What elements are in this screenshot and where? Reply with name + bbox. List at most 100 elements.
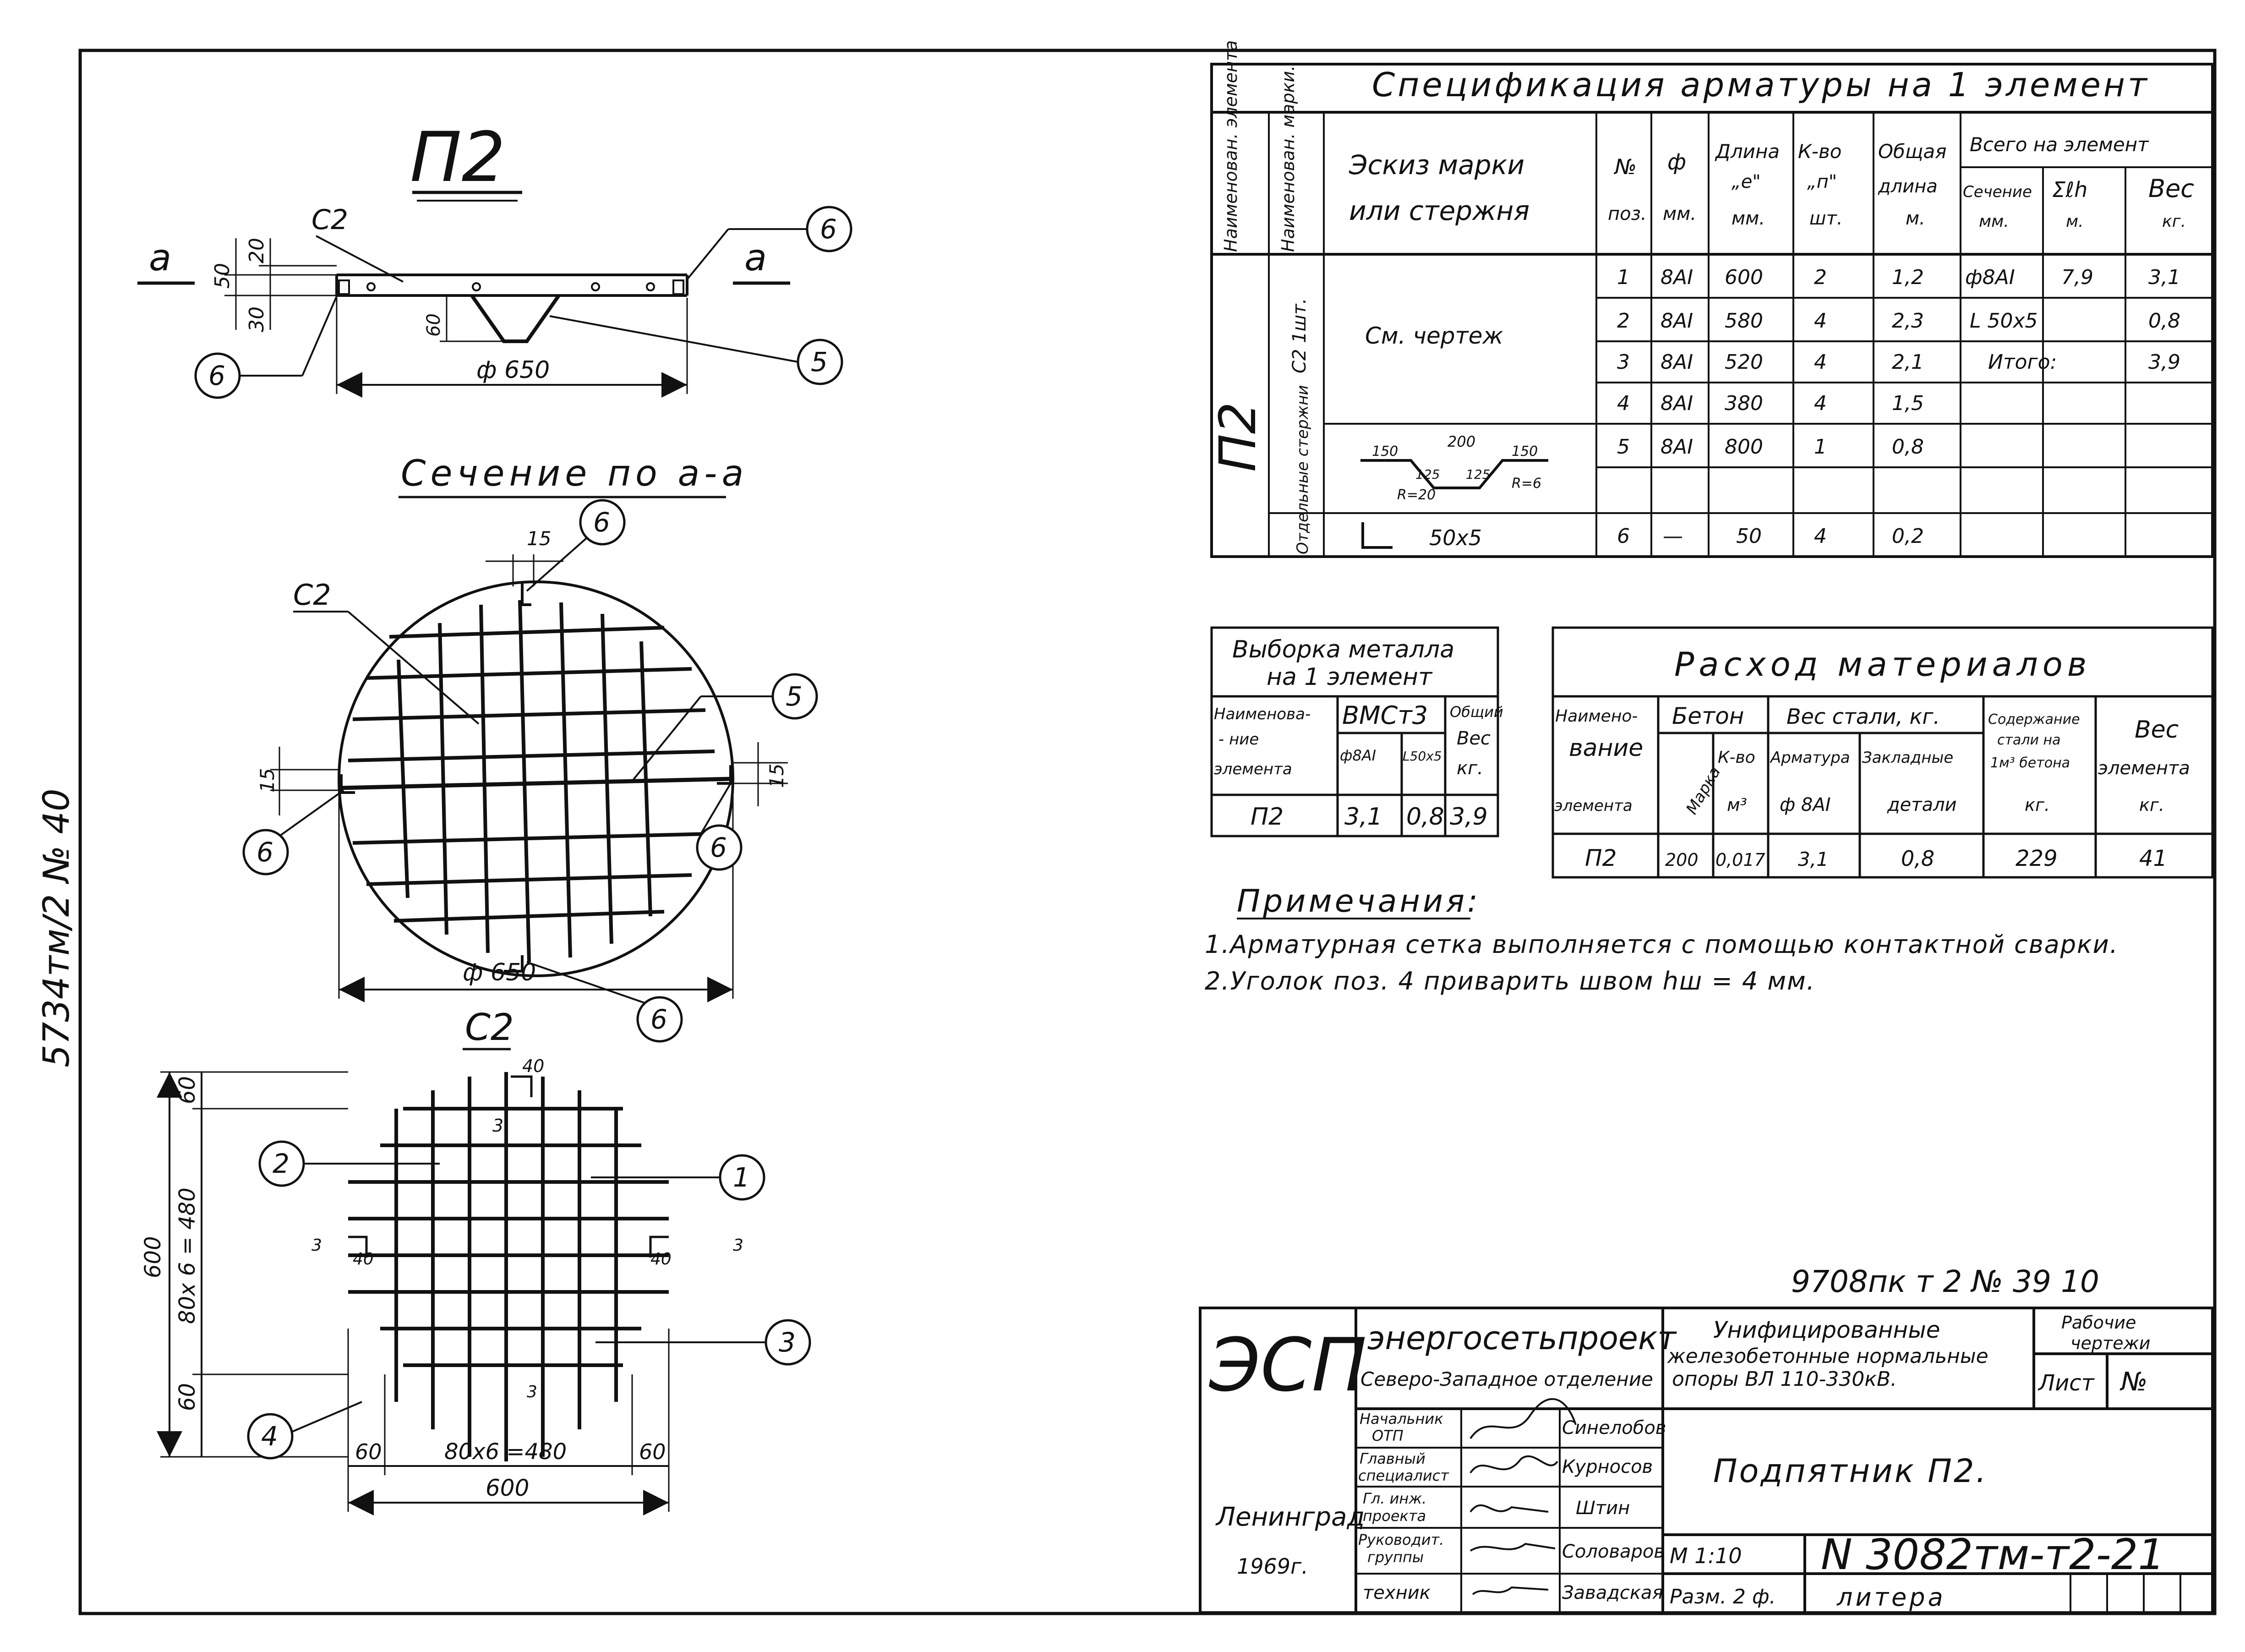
mat-row-emb: 0,8 bbox=[1901, 846, 1934, 871]
sheet-frame bbox=[78, 49, 2217, 1615]
name4: Соловаров bbox=[1562, 1541, 1665, 1562]
mat-h-concrete: Бетон bbox=[1672, 703, 1744, 729]
dim-60-bottom-left: 60 bbox=[355, 1439, 382, 1464]
role1-sub: ОТП bbox=[1372, 1427, 1404, 1444]
materials-table: Расход материалов Наимено- вание элемент… bbox=[1551, 626, 2214, 879]
mat-row-name: П2 bbox=[1585, 845, 1617, 871]
scale: М 1:10 bbox=[1670, 1543, 1742, 1568]
mat-h-wt2: элемента bbox=[2098, 758, 2190, 779]
sheet-number: № bbox=[2119, 1367, 2147, 1397]
dim-60: 60 bbox=[423, 313, 444, 337]
mat-row-qty: 0,017 bbox=[1715, 850, 1765, 870]
note-1: 1.Арматурная сетка выполняется с помощью… bbox=[1205, 930, 2119, 959]
mat-h-name3: элемента bbox=[1554, 797, 1633, 815]
dim-480-left: 80х 6 = 480 bbox=[175, 1187, 200, 1324]
role4-title: Руководит. bbox=[1358, 1531, 1444, 1548]
spec-h-sec1: Сечение bbox=[1963, 183, 2032, 201]
spec-h-sec2: мм. bbox=[1979, 212, 2009, 231]
callout-6-section-left: 6 bbox=[257, 837, 273, 868]
spec-h-qty3: шт. bbox=[1809, 208, 1843, 229]
notes-title: Примечания: bbox=[1237, 883, 1480, 919]
metal-row-c1: 3,1 bbox=[1344, 803, 1382, 831]
doc-number: N 3082тм-т2-21 bbox=[1821, 1530, 2165, 1579]
role5-title: техник bbox=[1363, 1582, 1431, 1603]
c2-label-section: С2 bbox=[293, 578, 331, 612]
spec-r4-pos: 4 bbox=[1617, 392, 1630, 415]
dim-3-bottom: 3 bbox=[527, 1383, 537, 1401]
spec-r5-total: 0,8 bbox=[1892, 435, 1924, 459]
stage-line2: чертежи bbox=[2070, 1333, 2150, 1353]
mat-h-mark: Марка bbox=[1682, 764, 1724, 818]
spec-table: Спецификация арматуры на 1 элемент Наиме… bbox=[1208, 40, 2214, 558]
spec-r2-dia: 8AI bbox=[1661, 309, 1693, 333]
mat-h-cont3: 1м³ бетона bbox=[1990, 755, 2070, 771]
metal-h-c1: ф8AI bbox=[1340, 747, 1376, 764]
spec-angle-label: 50х5 bbox=[1429, 525, 1482, 550]
spec-h-mark: Наименован. марки. bbox=[1278, 66, 1298, 252]
project-line3: опоры ВЛ 110-330кВ. bbox=[1672, 1368, 1897, 1391]
dim-60-bottom: 60 bbox=[175, 1383, 200, 1411]
spec-sum-weight-3: 3,9 bbox=[2148, 350, 2180, 374]
project-line2: железобетонные нормальные bbox=[1667, 1345, 1988, 1368]
dim-40-left: 40 bbox=[353, 1250, 374, 1269]
metal-row-total: 3,9 bbox=[1450, 803, 1488, 831]
spec-r2-pos: 2 bbox=[1617, 309, 1630, 333]
spec-mark-separate: Отдельные стержни bbox=[1294, 385, 1312, 554]
dim-3-top: 3 bbox=[492, 1116, 503, 1136]
mat-h-qty1: К-во bbox=[1718, 748, 1755, 767]
spec-h-sum2: м. bbox=[2066, 212, 2084, 231]
spec-h-len3: мм. bbox=[1732, 208, 1765, 229]
logo-esp: ЭСП bbox=[1209, 1322, 1367, 1408]
spec-r3-dia: 8AI bbox=[1661, 350, 1693, 374]
metal-row-c2: 0,8 bbox=[1406, 803, 1444, 831]
dim-60-top: 60 bbox=[175, 1076, 200, 1104]
mat-h-emb1: Закладные bbox=[1862, 749, 1953, 767]
spec-r5-len: 800 bbox=[1725, 435, 1763, 459]
spec-h-tot2: длина bbox=[1878, 176, 1938, 197]
metal-h-name2: - ние bbox=[1218, 730, 1259, 749]
spec-h-wt2: кг. bbox=[2162, 212, 2186, 231]
sheet-label: Лист bbox=[2037, 1370, 2095, 1396]
mat-h-wt1: Вес bbox=[2135, 716, 2179, 744]
spec-r3-qty: 4 bbox=[1814, 350, 1827, 374]
dim-15-top: 15 bbox=[527, 527, 551, 550]
section-mark-left: а bbox=[149, 236, 171, 279]
spec-h-sketch2: или стержня bbox=[1349, 195, 1529, 226]
bend-r20: R=20 bbox=[1397, 487, 1436, 503]
bend-125-right: 125 bbox=[1466, 467, 1490, 482]
callout-6-top-left: 6 bbox=[208, 360, 225, 391]
role3-sub: проекта bbox=[1363, 1507, 1426, 1525]
dim-50: 50 bbox=[211, 263, 234, 289]
spec-r1-dia: 8AI bbox=[1661, 266, 1693, 289]
metal-h-total2: Вес bbox=[1457, 728, 1491, 749]
spec-r3-pos: 3 bbox=[1617, 350, 1630, 374]
spec-r1-total: 1,2 bbox=[1892, 266, 1924, 289]
mat-h-emb2: детали bbox=[1887, 794, 1957, 815]
dim-15-left: 15 bbox=[256, 768, 279, 793]
spec-h-dia2: мм. bbox=[1663, 203, 1696, 224]
spec-h-len1: Длина bbox=[1715, 140, 1780, 163]
spec-sum-section-3: Итого: bbox=[1988, 350, 2057, 374]
mat-row-cont: 229 bbox=[2016, 846, 2058, 871]
spec-h-dia1: ф bbox=[1667, 149, 1686, 175]
spec-r5-qty: 1 bbox=[1814, 435, 1827, 459]
role4-sub: группы bbox=[1367, 1548, 1424, 1566]
dim-3-left: 3 bbox=[311, 1236, 322, 1255]
role2-title: Главный bbox=[1360, 1450, 1426, 1467]
org-name: энергосетьпроект bbox=[1367, 1319, 1677, 1357]
metal-h-grade: ВМСт3 bbox=[1342, 701, 1428, 730]
role3-title: Гл. инж. bbox=[1363, 1490, 1426, 1507]
metal-h-name1: Наименова- bbox=[1214, 705, 1311, 723]
spec-sum-weight-2: 0,8 bbox=[2148, 309, 2180, 333]
callout-4: 4 bbox=[261, 1421, 278, 1452]
dim-3-right: 3 bbox=[733, 1236, 743, 1255]
title-block: ЭСП энергосетьпроект Северо-Западное отд… bbox=[1199, 1307, 2214, 1614]
spec-see-drawing: См. чертеж bbox=[1365, 323, 1503, 349]
spec-sum-section-1: ф8AI bbox=[1965, 266, 2015, 289]
spec-h-all: Всего на элемент bbox=[1970, 133, 2149, 156]
spec-h-pos1: № bbox=[1613, 154, 1637, 179]
mesh-view: С2 600 60 80х 6 = bbox=[140, 1006, 811, 1515]
metal-h-total3: кг. bbox=[1457, 758, 1483, 779]
spec-r2-total: 2,3 bbox=[1892, 309, 1924, 333]
c2-label-top: С2 bbox=[311, 204, 348, 236]
